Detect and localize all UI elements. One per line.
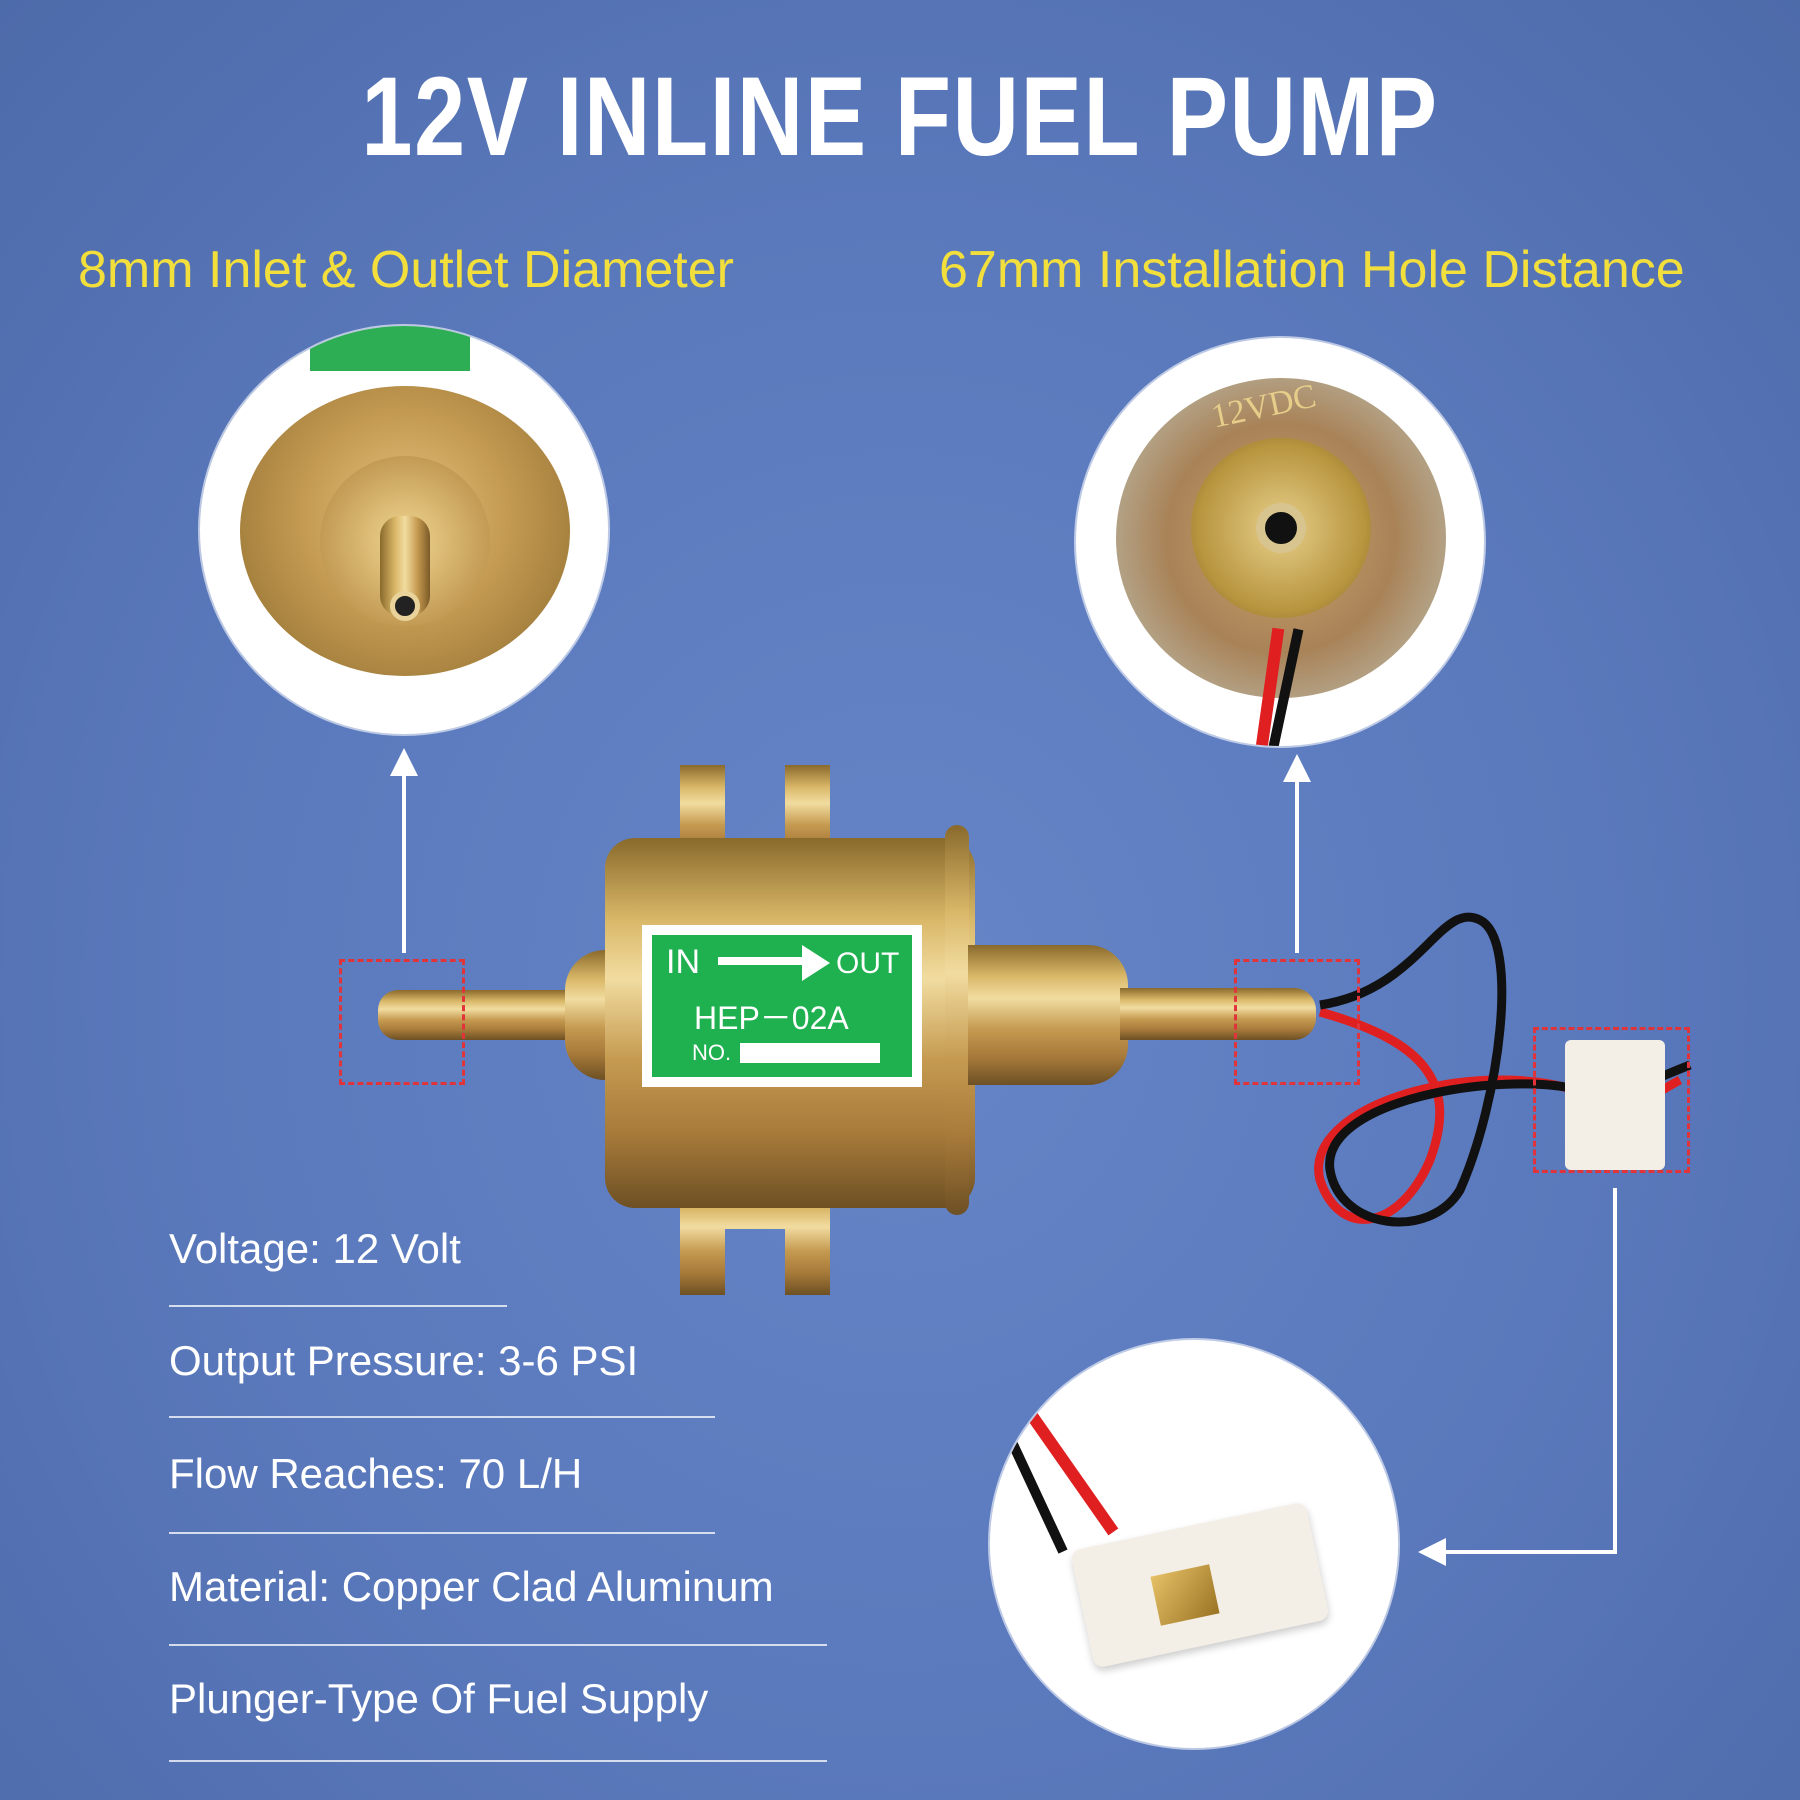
label-out: OUT [836,947,900,980]
wire-connector [1565,1040,1665,1170]
divider [169,1760,827,1762]
connector-pointer-line [1444,1550,1617,1554]
outlet-highlight [1234,959,1360,1085]
divider [169,1532,715,1534]
inlet-closeup-circle [200,326,608,734]
connector-highlight [1533,1027,1690,1173]
label-in: IN [666,943,700,981]
connector-closeup-circle [990,1340,1398,1748]
feature-inlet-diameter: 8mm Inlet & Outlet Diameter [78,241,734,299]
label-no: NO. [692,1040,732,1065]
inlet-pointer-line [402,770,406,953]
inlet-nozzle [378,990,578,1040]
page-title: 12V INLINE FUEL PUMP [361,54,1439,179]
up-arrow-icon [390,748,418,776]
spec-supply-type: Plunger-Type Of Fuel Supply [169,1675,709,1722]
model-number: HEP－02A [694,1000,849,1036]
spec-flow: Flow Reaches: 70 L/H [169,1450,583,1497]
divider [169,1416,715,1418]
spec-material: Material: Copper Clad Aluminum [169,1563,774,1610]
pump-label: IN OUT HEP－02A NO. [642,925,922,1087]
feature-hole-distance: 67mm Installation Hole Distance [939,241,1685,299]
connector-pointer-line [1613,1188,1617,1554]
outlet-pointer-line [1295,776,1299,953]
flow-arrow-icon [718,957,808,965]
spec-pressure: Output Pressure: 3-6 PSI [169,1337,639,1384]
serial-blank [740,1043,880,1063]
divider [169,1305,507,1307]
spec-voltage: Voltage: 12 Volt [169,1225,461,1272]
outlet-nozzle [1120,988,1316,1040]
left-arrow-icon [1418,1538,1446,1566]
divider [169,1644,827,1646]
up-arrow-icon [1283,754,1311,782]
endcap-closeup-circle: 12VDC [1076,338,1484,746]
inlet-highlight [339,959,465,1085]
